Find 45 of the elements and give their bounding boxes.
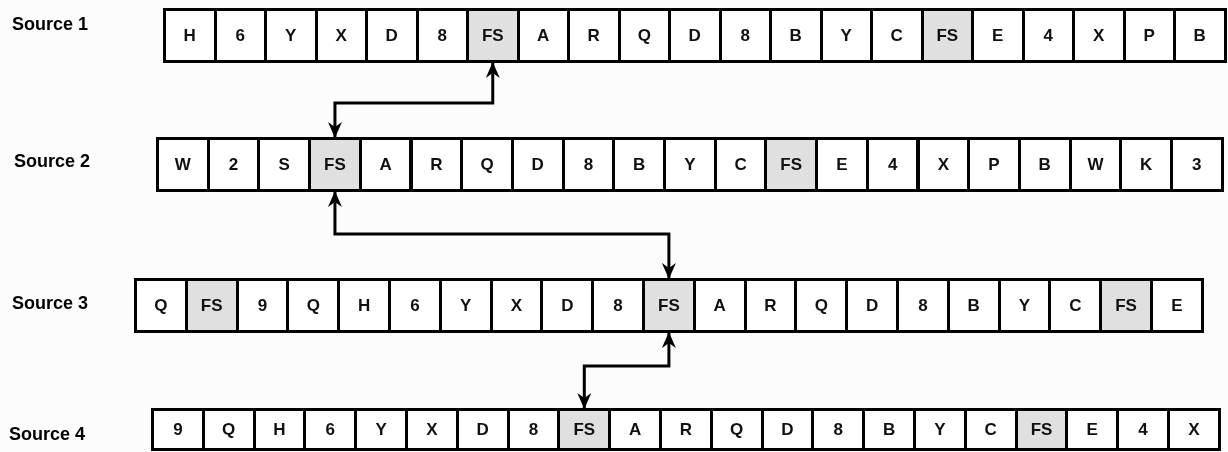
character-cell: A bbox=[608, 408, 662, 451]
character-cell: P bbox=[967, 137, 1021, 192]
character-cell: H bbox=[163, 8, 217, 63]
character-cell: D bbox=[668, 8, 722, 63]
double-headed-arrow bbox=[577, 332, 676, 409]
character-cell: Q bbox=[460, 137, 514, 192]
character-cell: 8 bbox=[591, 278, 645, 333]
character-cell: 9 bbox=[151, 408, 205, 451]
character-cell: Q bbox=[134, 278, 188, 333]
character-cell: X bbox=[405, 408, 459, 451]
character-cell: E bbox=[971, 8, 1025, 63]
character-cell: 6 bbox=[388, 278, 442, 333]
character-cell: FS bbox=[642, 278, 696, 333]
double-headed-arrow bbox=[327, 62, 500, 138]
character-cell: D bbox=[365, 8, 419, 63]
character-cell: FS bbox=[1099, 278, 1153, 333]
character-cell: FS bbox=[466, 8, 520, 63]
character-cell: 3 bbox=[1170, 137, 1224, 192]
row-label: Source 3 bbox=[12, 293, 89, 314]
character-cell: B bbox=[862, 408, 916, 451]
character-cell: Y bbox=[264, 8, 318, 63]
character-cell: B bbox=[1173, 8, 1227, 63]
row-label: Source 4 bbox=[9, 424, 86, 445]
character-cell: B bbox=[769, 8, 823, 63]
character-cell: FS bbox=[308, 137, 362, 192]
character-cell: H bbox=[337, 278, 391, 333]
row-label: Source 2 bbox=[14, 151, 91, 172]
character-cell: E bbox=[1150, 278, 1204, 333]
character-cell: B bbox=[612, 137, 666, 192]
character-cell: W bbox=[156, 137, 210, 192]
character-cell: 8 bbox=[896, 278, 950, 333]
character-cell: C bbox=[870, 8, 924, 63]
double-headed-arrow bbox=[327, 191, 676, 279]
row-label: Source 1 bbox=[12, 14, 89, 35]
character-cell: X bbox=[1072, 8, 1126, 63]
character-cell: Y bbox=[354, 408, 408, 451]
character-cell: Y bbox=[913, 408, 967, 451]
character-cell: K bbox=[1119, 137, 1173, 192]
character-cell: E bbox=[815, 137, 869, 192]
character-cell: R bbox=[567, 8, 621, 63]
character-cell: R bbox=[659, 408, 713, 451]
character-cell: Y bbox=[663, 137, 717, 192]
character-cell: X bbox=[1167, 408, 1221, 451]
character-cell: D bbox=[845, 278, 899, 333]
character-cell: 4 bbox=[1116, 408, 1170, 451]
